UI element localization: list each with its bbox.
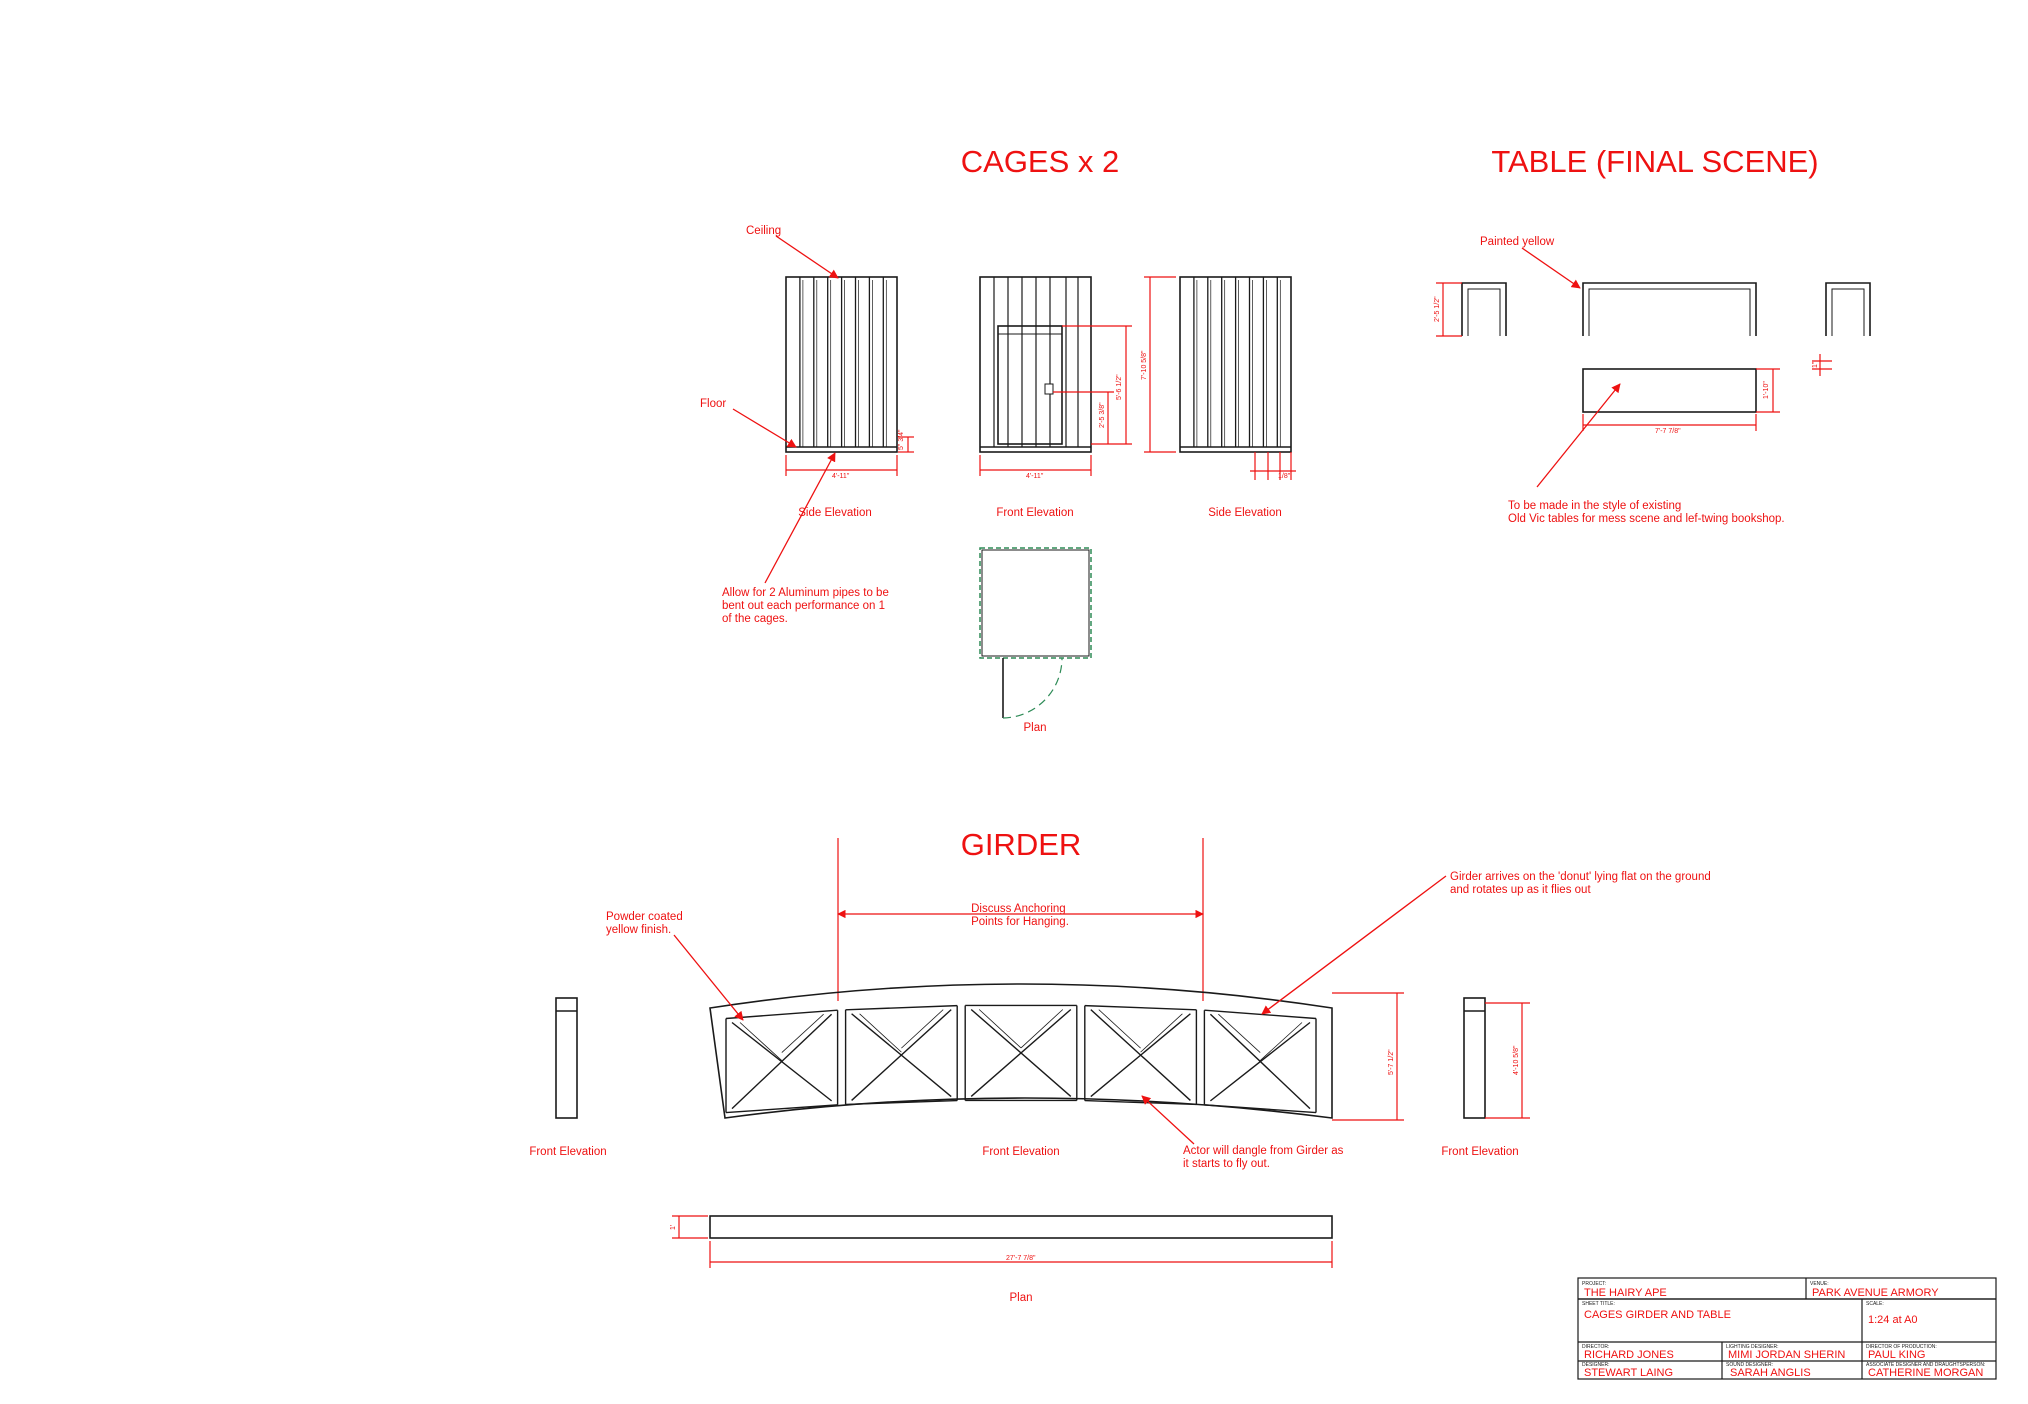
- caption-girder-right: Front Elevation: [1441, 1146, 1518, 1158]
- caption-girder-plan: Plan: [1009, 1292, 1032, 1304]
- drawing-line: [1204, 1104, 1317, 1114]
- girder-plan: [709, 1215, 1333, 1239]
- label-table-note: To be made in the style of existing Old …: [1508, 500, 1785, 525]
- tb-sheet-label: SHEET TITLE:: [1582, 1301, 1615, 1307]
- tb-scale-label: SCALE:: [1866, 1301, 1884, 1307]
- dim-total-height: 7'-10 5/8": [1141, 350, 1148, 380]
- tb-sheet: CAGES GIRDER AND TABLE: [1584, 1309, 1731, 1321]
- drawing-line: [859, 1013, 902, 1053]
- cage-side-elevation-left: [785, 276, 898, 453]
- cage-dimensions: 4'-11" 5" 3/4" 4'-11" 5'-6 1/2" 2'-5 3/8…: [785, 276, 1296, 480]
- tb-designer: STEWART LAING: [1584, 1367, 1673, 1379]
- drawing-line: [1098, 1009, 1141, 1049]
- drawing-line: [1084, 1099, 1197, 1106]
- table-side-elevation-left: [1461, 282, 1507, 336]
- drawing-line: [781, 1013, 824, 1053]
- drawing-line: [851, 1009, 952, 1101]
- dim-girder-plan-length: 27'-7 7/8": [1006, 1255, 1036, 1262]
- title-cages: CAGES x 2: [961, 144, 1120, 179]
- cage-front-elevation: [979, 276, 1092, 453]
- drawing-line: [1209, 1021, 1311, 1102]
- drawing-line: [739, 1022, 783, 1061]
- girder-end-elevation-left: [555, 997, 578, 1119]
- cage-side-elevation-right: [1179, 276, 1292, 453]
- lock-icon: [1044, 383, 1054, 395]
- drawing-line: [845, 1099, 958, 1106]
- drawing-line: [1259, 1022, 1303, 1061]
- tb-venue: PARK AVENUE ARMORY: [1812, 1287, 1939, 1299]
- tb-director: RICHARD JONES: [1584, 1349, 1674, 1361]
- dim-girder-height: 5'-7 1/2": [1388, 1049, 1395, 1075]
- drawing-line: [845, 1004, 958, 1011]
- girder-dimensions: 5'-7 1/2" 4'-10 5/8" 1' 27'-7 7/8": [670, 992, 1530, 1268]
- dim-side-gap: 1/8": [1278, 473, 1291, 480]
- caption-cage-side-right: Side Elevation: [1208, 507, 1282, 519]
- dim-side-width: 4'-11": [832, 473, 850, 480]
- tb-production: PAUL KING: [1868, 1349, 1925, 1361]
- drawing-line: [1084, 1004, 1197, 1011]
- title-block: PROJECT: THE HAIRY APE VENUE: PARK AVENU…: [1577, 1277, 1997, 1380]
- dim-girder-plan-depth: 1': [670, 1225, 677, 1230]
- tb-production-label: DIRECTOR OF PRODUCTION:: [1866, 1344, 1937, 1350]
- caption-girder-center: Front Elevation: [982, 1146, 1059, 1158]
- girder-end-elevation-right: [1463, 997, 1486, 1119]
- table-dimensions: 2'-5 1/2" 1" 1'-10" 7'-7 7/8": [1434, 282, 1832, 435]
- title-girder: GIRDER: [961, 827, 1082, 862]
- tb-associate-label: ASSOCIATE DESIGNER AND DRAUGHTSPERSON:: [1866, 1362, 1985, 1368]
- tb-associate: CATHERINE MORGAN: [1868, 1367, 1983, 1379]
- drawing-line: [725, 1104, 838, 1114]
- caption-cage-plan: Plan: [1023, 722, 1046, 734]
- label-painted-yellow: Painted yellow: [1480, 236, 1555, 248]
- dim-table-height: 2'-5 1/2": [1434, 296, 1441, 322]
- girder-front-elevation: [709, 983, 1333, 1119]
- drawing-line: [1204, 1009, 1317, 1020]
- dim-lock-height: 2'-5 3/8": [1099, 402, 1106, 428]
- caption-cage-front: Front Elevation: [996, 507, 1073, 519]
- label-powder-coated: Powder coated yellow finish.: [606, 911, 686, 936]
- drawing-line: [725, 1009, 838, 1020]
- drawing-line: [970, 1008, 1072, 1097]
- label-actor-dangle: Actor will dangle from Girder as it star…: [1183, 1145, 1347, 1170]
- drawing-line: [731, 1013, 833, 1110]
- title-table: TABLE (FINAL SCENE): [1491, 144, 1818, 179]
- table-plan: [1582, 368, 1757, 413]
- dim-table-depth: 1'-10": [1763, 381, 1770, 399]
- dim-base-height: 5" 3/4": [898, 429, 905, 450]
- label-girder-arrives: Girder arrives on the 'donut' lying flat…: [1450, 871, 1714, 896]
- label-anchoring: Discuss Anchoring Points for Hanging.: [971, 903, 1069, 928]
- tb-director-label: DIRECTOR:: [1582, 1344, 1609, 1350]
- dim-table-end-gap: 1": [1812, 361, 1819, 368]
- dim-front-width: 4'-11": [1026, 473, 1044, 480]
- girder-anchoring-dimension: [837, 838, 1204, 1001]
- label-pipes-note: Allow for 2 Aluminum pipes to be bent ou…: [722, 587, 892, 625]
- label-ceiling: Ceiling: [746, 225, 781, 237]
- dim-door-height: 5'-6 1/2": [1116, 374, 1123, 400]
- tb-project: THE HAIRY APE: [1584, 1287, 1667, 1299]
- cage-plan: [979, 547, 1092, 719]
- tb-sound: SARAH ANGLIS: [1730, 1367, 1811, 1379]
- drawing-line: [1090, 1013, 1191, 1098]
- drawing-line: [1020, 1009, 1064, 1049]
- tb-scale: 1:24 at A0: [1868, 1314, 1918, 1326]
- drawing-line: [901, 1009, 944, 1049]
- tb-designer-label: DESIGNER:: [1582, 1362, 1610, 1368]
- tb-lighting-label: LIGHTING DESIGNER:: [1726, 1344, 1779, 1350]
- dim-girder-end-height: 4'-10 5/8": [1513, 1045, 1520, 1075]
- tb-venue-label: VENUE:: [1810, 1281, 1829, 1287]
- tb-project-label: PROJECT:: [1582, 1281, 1606, 1287]
- dim-table-length: 7'-7 7/8": [1655, 428, 1681, 435]
- drawing-line: [978, 1009, 1022, 1049]
- caption-cage-side-left: Side Elevation: [798, 507, 872, 519]
- caption-girder-left: Front Elevation: [529, 1146, 606, 1158]
- label-floor: Floor: [700, 398, 726, 410]
- table-side-elevation-right: [1825, 282, 1871, 336]
- tb-sound-label: SOUND DESIGNER:: [1726, 1362, 1773, 1368]
- table-front-elevation: [1582, 282, 1757, 336]
- drawing-line: [1140, 1013, 1183, 1053]
- drawing-line: [1218, 1013, 1261, 1053]
- tb-lighting: MIMI JORDAN SHERIN: [1728, 1349, 1845, 1361]
